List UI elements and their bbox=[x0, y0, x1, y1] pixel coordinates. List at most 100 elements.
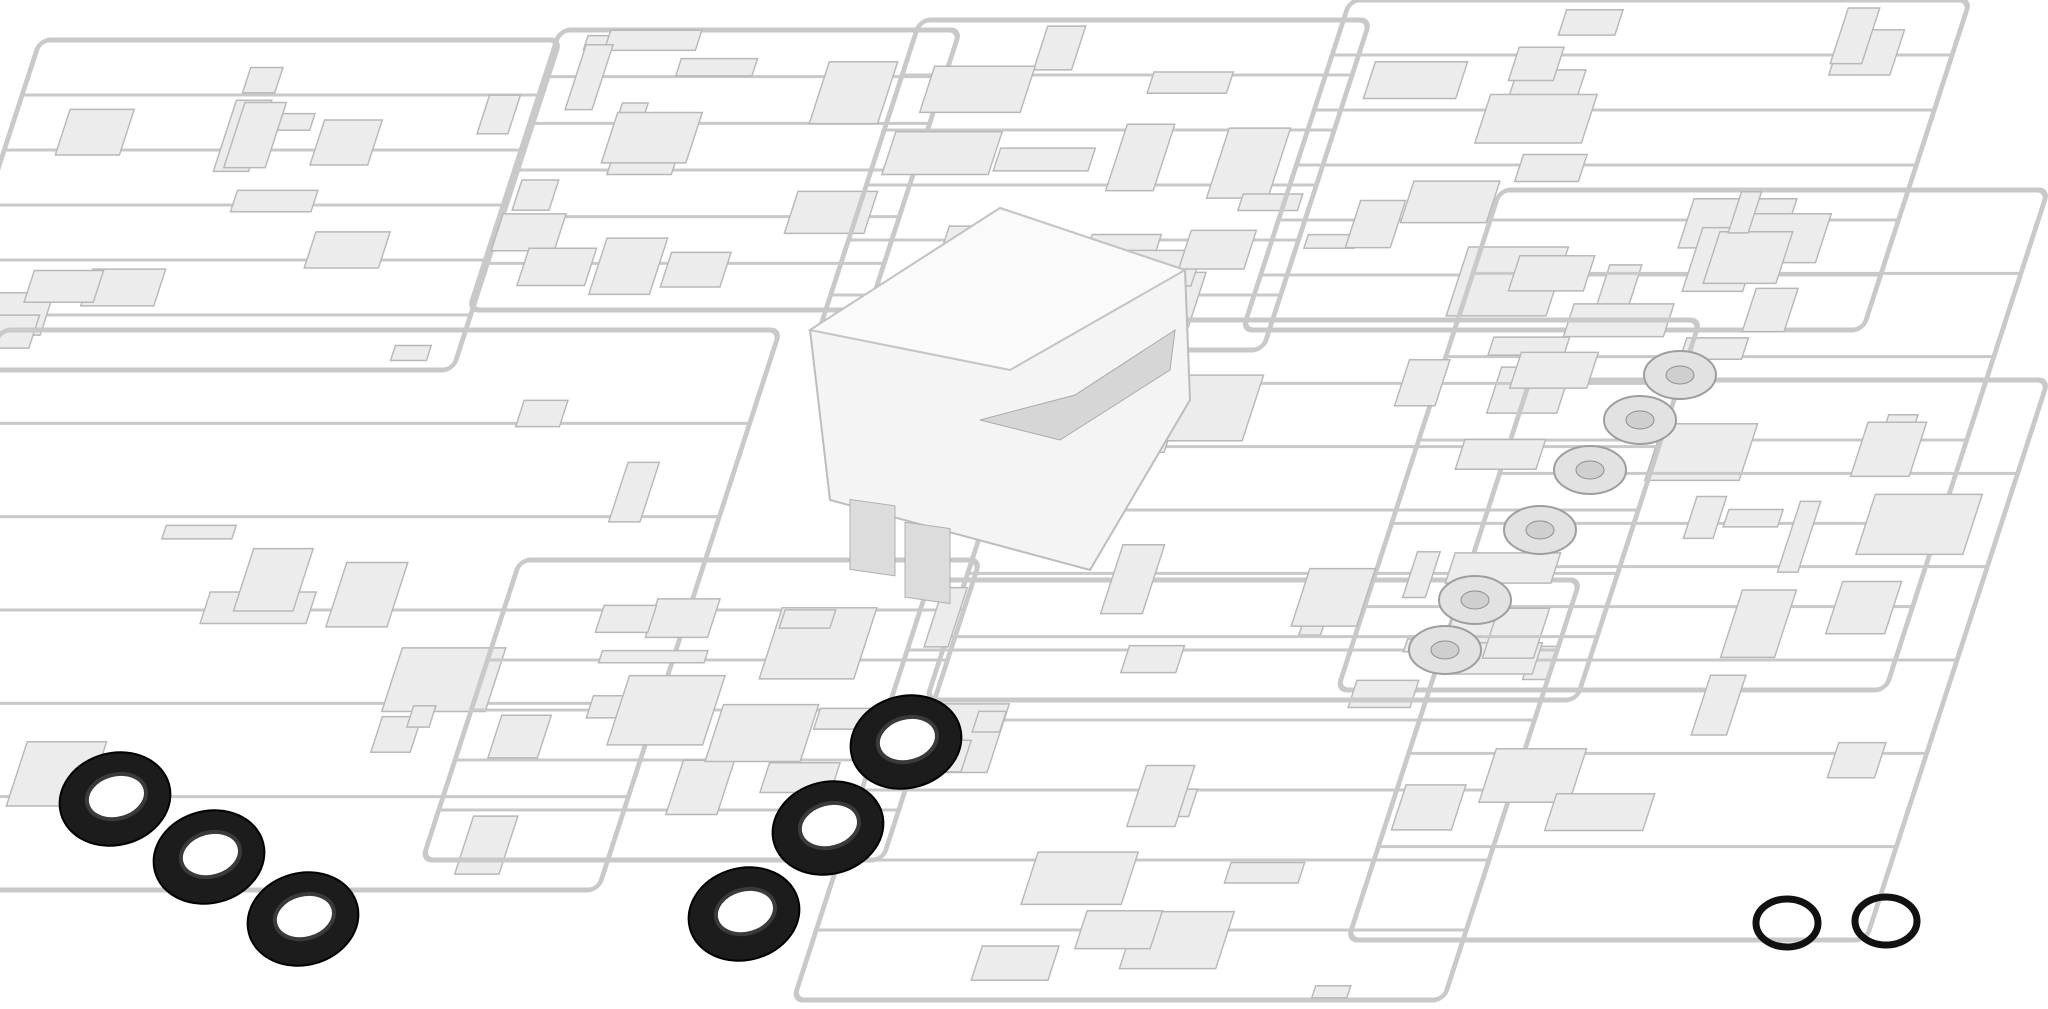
kit-part bbox=[1177, 229, 1258, 270]
kit-part bbox=[594, 604, 658, 634]
kit-part bbox=[1849, 421, 1928, 478]
kit-part bbox=[808, 61, 899, 125]
tire-hole bbox=[178, 829, 242, 880]
kit-part bbox=[1393, 359, 1451, 407]
kit-part bbox=[453, 815, 519, 875]
kit-part bbox=[1690, 674, 1747, 736]
kit-part bbox=[1826, 741, 1887, 779]
kit-part bbox=[597, 649, 710, 664]
kit-part bbox=[1682, 495, 1728, 540]
kit-part bbox=[1401, 550, 1442, 599]
hub-center bbox=[1525, 520, 1555, 540]
kit-part bbox=[1543, 792, 1656, 832]
kit-part bbox=[970, 945, 1061, 982]
sprue-frame bbox=[422, 557, 980, 863]
sprue-frame bbox=[1337, 187, 2048, 693]
rubber-ring bbox=[1851, 893, 1921, 949]
kit-part bbox=[1477, 747, 1588, 804]
tire-hole bbox=[797, 800, 861, 851]
kit-part bbox=[1362, 60, 1469, 100]
kit-part bbox=[389, 344, 433, 362]
kit-part bbox=[1390, 784, 1467, 831]
kit-part bbox=[971, 710, 1008, 733]
kit-part bbox=[1344, 199, 1407, 249]
kit-part bbox=[1824, 580, 1903, 635]
kit-part bbox=[923, 586, 969, 648]
kit-part bbox=[1020, 851, 1140, 906]
kit-part bbox=[1347, 679, 1420, 709]
kit-part bbox=[1223, 861, 1306, 884]
tire-hole bbox=[84, 771, 148, 822]
hub-center bbox=[1665, 365, 1695, 385]
kit-part bbox=[1829, 7, 1881, 65]
kit-part bbox=[324, 561, 409, 628]
kit-part bbox=[1236, 193, 1304, 212]
kit-part bbox=[232, 547, 315, 612]
kit-part bbox=[1073, 910, 1164, 950]
sprue-frame bbox=[0, 37, 560, 373]
kit-part bbox=[1702, 230, 1794, 285]
kit-part bbox=[1557, 8, 1625, 36]
kit-part bbox=[1290, 567, 1377, 627]
sprue-frame bbox=[1348, 377, 2048, 943]
kit-part bbox=[664, 759, 736, 816]
kit-part bbox=[778, 609, 837, 629]
kit-part bbox=[511, 179, 560, 211]
hub-center bbox=[1625, 410, 1655, 430]
truck-cab bbox=[807, 206, 1192, 605]
kit-part bbox=[405, 705, 437, 728]
rubber-ring bbox=[1752, 895, 1822, 951]
kit-part bbox=[1125, 764, 1196, 828]
hub-center bbox=[1575, 460, 1605, 480]
kit-part bbox=[880, 130, 1004, 176]
kit-part bbox=[222, 101, 288, 169]
kit-part bbox=[1473, 93, 1599, 144]
kit-part bbox=[54, 108, 136, 156]
kit-part bbox=[674, 57, 759, 77]
kit-part bbox=[486, 714, 553, 759]
kit-part bbox=[606, 674, 727, 746]
kit-part bbox=[23, 269, 105, 304]
kit-part bbox=[992, 147, 1097, 172]
kit-part bbox=[1643, 423, 1759, 482]
kit-part bbox=[1741, 287, 1800, 333]
kit-part bbox=[1119, 644, 1186, 674]
kit-part bbox=[1507, 255, 1596, 292]
kit-part bbox=[1205, 127, 1292, 199]
tire-hole bbox=[713, 886, 777, 937]
kit-part bbox=[514, 399, 569, 428]
kit-part bbox=[160, 524, 238, 540]
kit-part bbox=[303, 231, 392, 269]
kit-part bbox=[918, 65, 1037, 114]
kit-part bbox=[241, 66, 284, 94]
kit-part bbox=[1099, 543, 1166, 615]
kit-part bbox=[1032, 25, 1087, 71]
kit-part bbox=[600, 111, 704, 164]
kit-part bbox=[1854, 493, 1984, 556]
tire-hole bbox=[875, 714, 939, 765]
kit-part bbox=[1776, 500, 1822, 573]
kit-part bbox=[1507, 46, 1566, 82]
tire-hole bbox=[272, 891, 336, 942]
kit-part bbox=[607, 461, 661, 523]
kit-part bbox=[587, 237, 669, 296]
kit-part bbox=[603, 29, 703, 52]
kit-part bbox=[1719, 589, 1798, 659]
tires bbox=[58, 694, 963, 967]
kit-part bbox=[515, 247, 598, 287]
wheel-hubs bbox=[1408, 350, 1717, 675]
hub-center bbox=[1430, 640, 1460, 660]
kit-part bbox=[1513, 153, 1589, 183]
sprue-frame bbox=[1242, 0, 1970, 333]
kit-part bbox=[1454, 438, 1547, 470]
sprue-frame bbox=[469, 27, 960, 313]
kit-part bbox=[1508, 351, 1600, 389]
kit-part bbox=[490, 213, 568, 252]
kit-part bbox=[1481, 607, 1551, 659]
kit-part bbox=[1310, 984, 1352, 999]
kit-part bbox=[1399, 180, 1501, 224]
kit-part bbox=[476, 94, 522, 135]
